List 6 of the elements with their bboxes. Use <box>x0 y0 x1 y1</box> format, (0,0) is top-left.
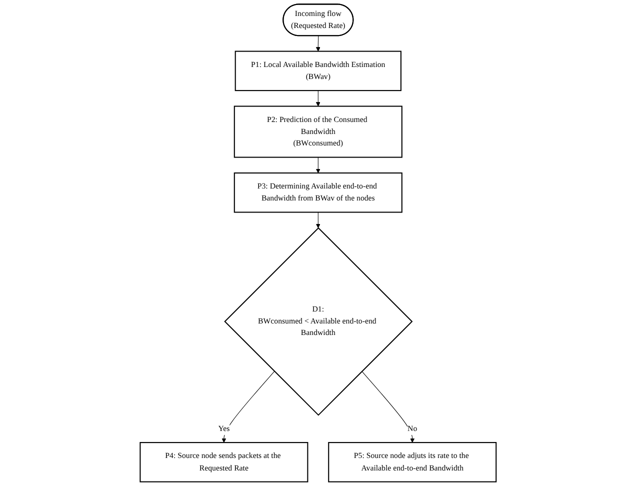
arrow <box>362 371 415 443</box>
arrow <box>316 36 321 52</box>
arrow <box>316 157 321 174</box>
arrow <box>316 212 321 228</box>
arrow <box>222 371 276 443</box>
arrow <box>316 90 321 106</box>
